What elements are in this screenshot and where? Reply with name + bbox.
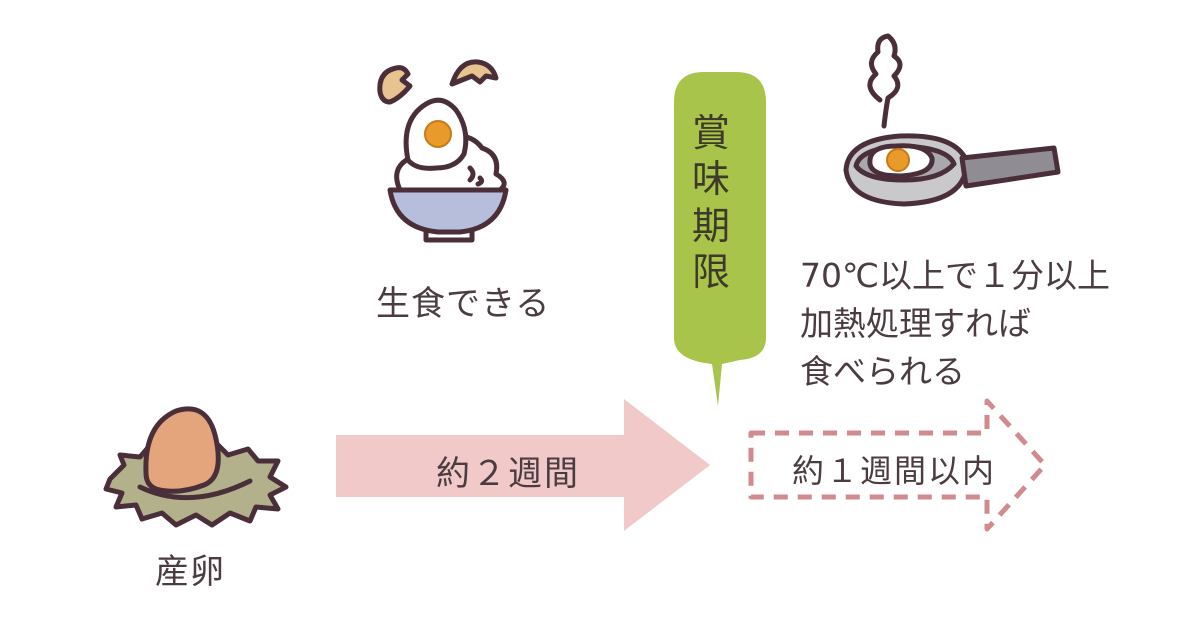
pan-yolk-icon	[886, 148, 910, 172]
best-before-label: 賞 味 期 限	[681, 110, 741, 295]
solid-arrow	[336, 399, 710, 531]
raw-edible-label: 生食できる	[376, 284, 551, 324]
heating-line-2: 加熱処理すれば	[800, 303, 1031, 343]
best-before-banner	[674, 72, 766, 406]
dashed-arrow	[748, 398, 1048, 532]
heating-line-3: 食べられる	[800, 351, 965, 391]
egg-laying-label: 産卵	[155, 552, 225, 592]
heating-instructions: 70℃以上で１分以上 加熱処理すれば 食べられる	[800, 252, 1110, 396]
banner-char-2: 味	[691, 157, 730, 202]
yolk-icon	[424, 120, 452, 148]
banner-char-1: 賞	[691, 111, 730, 155]
two-weeks-label: 約２週間	[436, 454, 580, 494]
within-one-week-label: 約１週間以内	[792, 452, 997, 490]
banner-char-4: 限	[691, 250, 730, 295]
heating-line-1: 70℃以上で１分以上	[800, 256, 1111, 295]
egg-in-nest-illustration	[103, 406, 289, 528]
raw-egg-rice-bowl-illustration	[377, 59, 509, 243]
banner-char-3: 期	[691, 203, 730, 248]
frying-pan-illustration	[843, 33, 1061, 207]
